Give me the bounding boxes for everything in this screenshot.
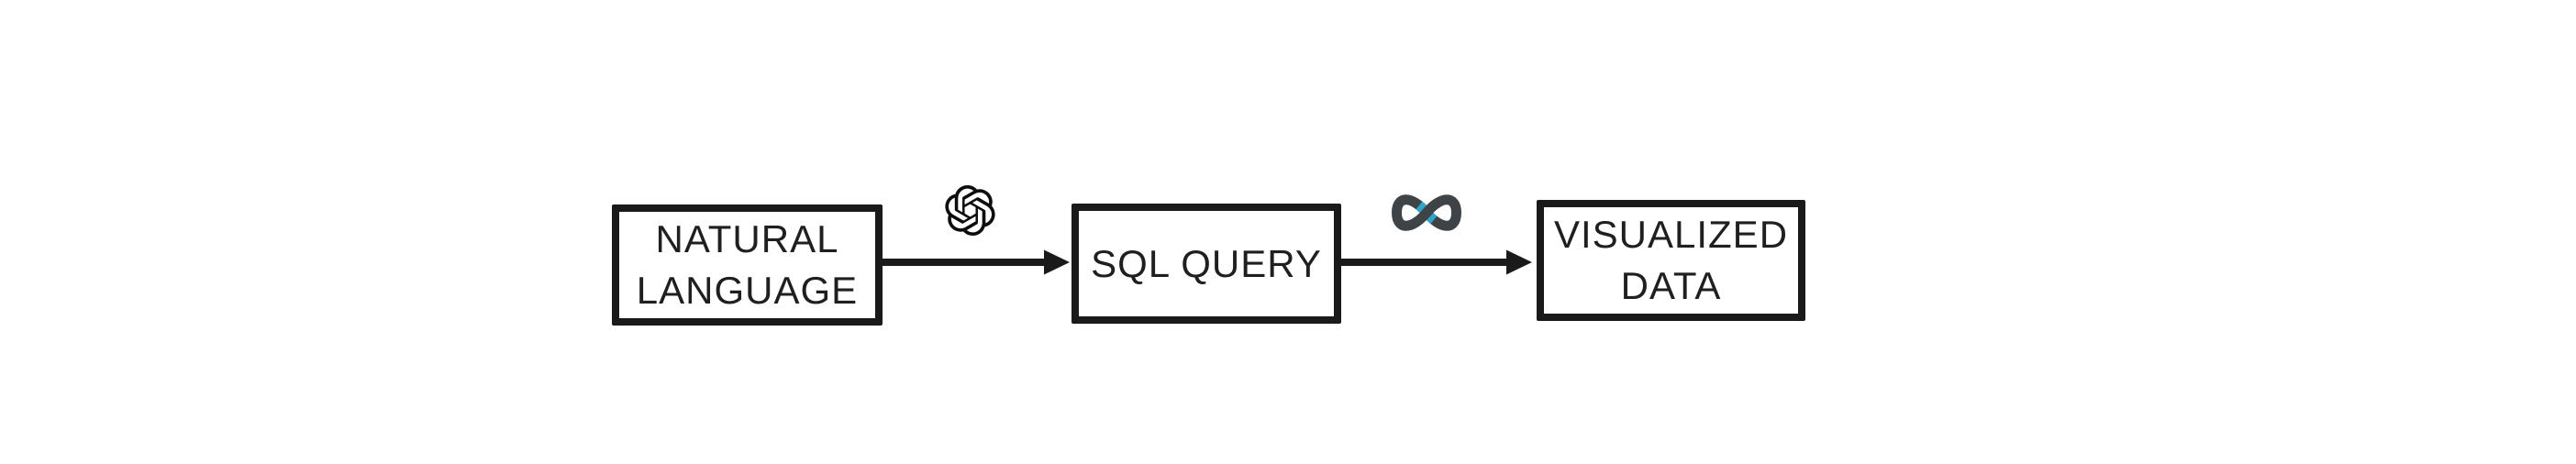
node-label-line: VISUALIZED — [1553, 213, 1789, 256]
openai-logo-icon — [945, 185, 995, 236]
node-label-line: DATA — [1620, 264, 1722, 307]
node-label-line: LANGUAGE — [636, 269, 859, 312]
infinity-loop-logo-icon — [1392, 194, 1461, 231]
arrow-natural-language-to-sql-query — [881, 249, 1070, 275]
node-label-line: SQL QUERY — [1091, 241, 1322, 285]
arrow-sql-query-to-visualized-data — [1339, 249, 1532, 275]
node-natural-language: NATURAL LANGUAGE — [612, 204, 883, 326]
node-sql-query: SQL QUERY — [1071, 204, 1341, 324]
node-visualized-data: VISUALIZED DATA — [1537, 200, 1805, 321]
node-label-line: NATURAL — [655, 217, 839, 260]
